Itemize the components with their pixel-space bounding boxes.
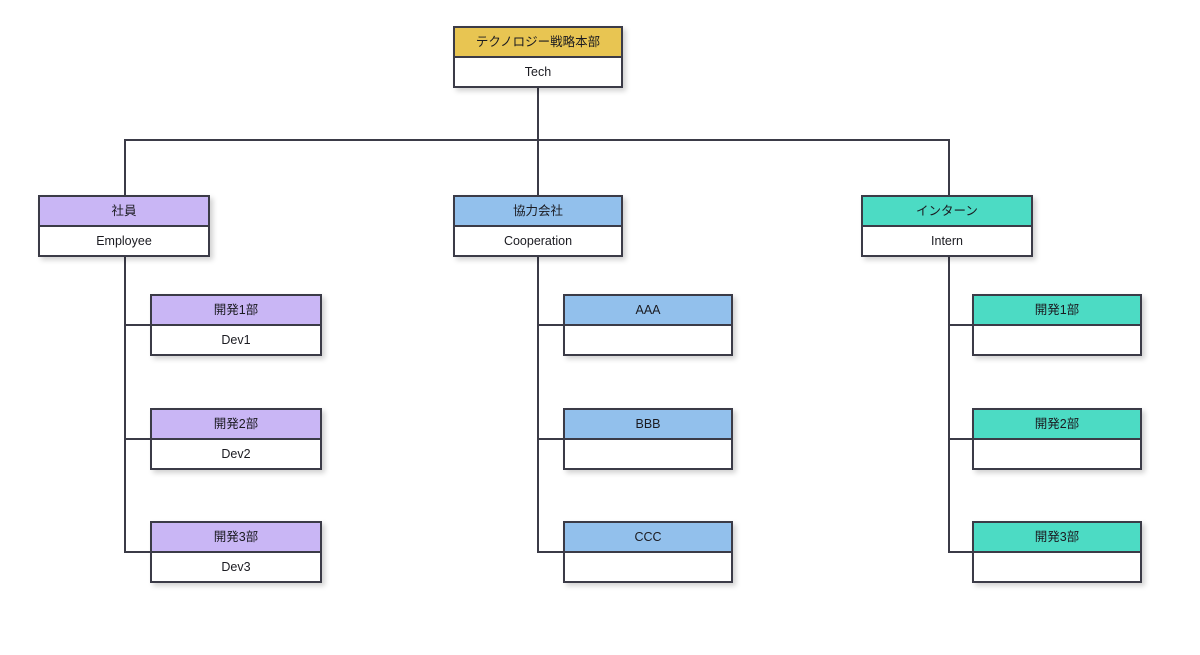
node-dev1-emp[interactable]: 開発1部 Dev1 — [150, 294, 322, 356]
node-bbb-title: BBB — [565, 410, 731, 440]
node-dev3-int-subtitle — [974, 553, 1140, 581]
node-ccc-title: CCC — [565, 523, 731, 553]
connector-stub-intern-1 — [948, 324, 976, 326]
connector-stub-cooperation-2 — [537, 438, 565, 440]
node-dev1-int-title: 開発1部 — [974, 296, 1140, 326]
connector-stub-employee-1 — [124, 324, 152, 326]
connector-drop-cooperation — [537, 139, 539, 196]
node-aaa[interactable]: AAA — [563, 294, 733, 356]
connector-spine-intern — [948, 254, 950, 551]
node-ccc-subtitle — [565, 553, 731, 581]
node-dev2-emp[interactable]: 開発2部 Dev2 — [150, 408, 322, 470]
node-intern-title: インターン — [863, 197, 1031, 227]
node-employee[interactable]: 社員 Employee — [38, 195, 210, 257]
node-dev3-emp-title: 開発3部 — [152, 523, 320, 553]
node-intern-subtitle: Intern — [863, 227, 1031, 255]
node-cooperation-title: 協力会社 — [455, 197, 621, 227]
connector-drop-employee — [124, 139, 126, 196]
node-cooperation[interactable]: 協力会社 Cooperation — [453, 195, 623, 257]
node-bbb[interactable]: BBB — [563, 408, 733, 470]
connector-root-stem — [537, 86, 539, 141]
node-employee-subtitle: Employee — [40, 227, 208, 255]
node-dev2-emp-subtitle: Dev2 — [152, 440, 320, 468]
node-dev2-emp-title: 開発2部 — [152, 410, 320, 440]
connector-stub-intern-2 — [948, 438, 976, 440]
node-employee-title: 社員 — [40, 197, 208, 227]
node-aaa-subtitle — [565, 326, 731, 354]
connector-stub-employee-3 — [124, 551, 152, 553]
connector-stub-employee-2 — [124, 438, 152, 440]
node-cooperation-subtitle: Cooperation — [455, 227, 621, 255]
node-tech-subtitle: Tech — [455, 58, 621, 86]
connector-spine-cooperation — [537, 254, 539, 551]
node-dev3-int[interactable]: 開発3部 — [972, 521, 1142, 583]
node-tech-title: テクノロジー戦略本部 — [455, 28, 621, 58]
node-dev3-int-title: 開発3部 — [974, 523, 1140, 553]
node-aaa-title: AAA — [565, 296, 731, 326]
node-intern[interactable]: インターン Intern — [861, 195, 1033, 257]
node-ccc[interactable]: CCC — [563, 521, 733, 583]
connector-stub-cooperation-3 — [537, 551, 565, 553]
connector-stub-intern-3 — [948, 551, 976, 553]
node-dev3-emp-subtitle: Dev3 — [152, 553, 320, 581]
node-bbb-subtitle — [565, 440, 731, 468]
node-dev1-int-subtitle — [974, 326, 1140, 354]
connector-drop-intern — [948, 139, 950, 196]
node-dev1-int[interactable]: 開発1部 — [972, 294, 1142, 356]
node-dev3-emp[interactable]: 開発3部 Dev3 — [150, 521, 322, 583]
node-tech[interactable]: テクノロジー戦略本部 Tech — [453, 26, 623, 88]
node-dev1-emp-title: 開発1部 — [152, 296, 320, 326]
node-dev2-int[interactable]: 開発2部 — [972, 408, 1142, 470]
node-dev2-int-subtitle — [974, 440, 1140, 468]
node-dev1-emp-subtitle: Dev1 — [152, 326, 320, 354]
node-dev2-int-title: 開発2部 — [974, 410, 1140, 440]
connector-spine-employee — [124, 254, 126, 551]
connector-stub-cooperation-1 — [537, 324, 565, 326]
